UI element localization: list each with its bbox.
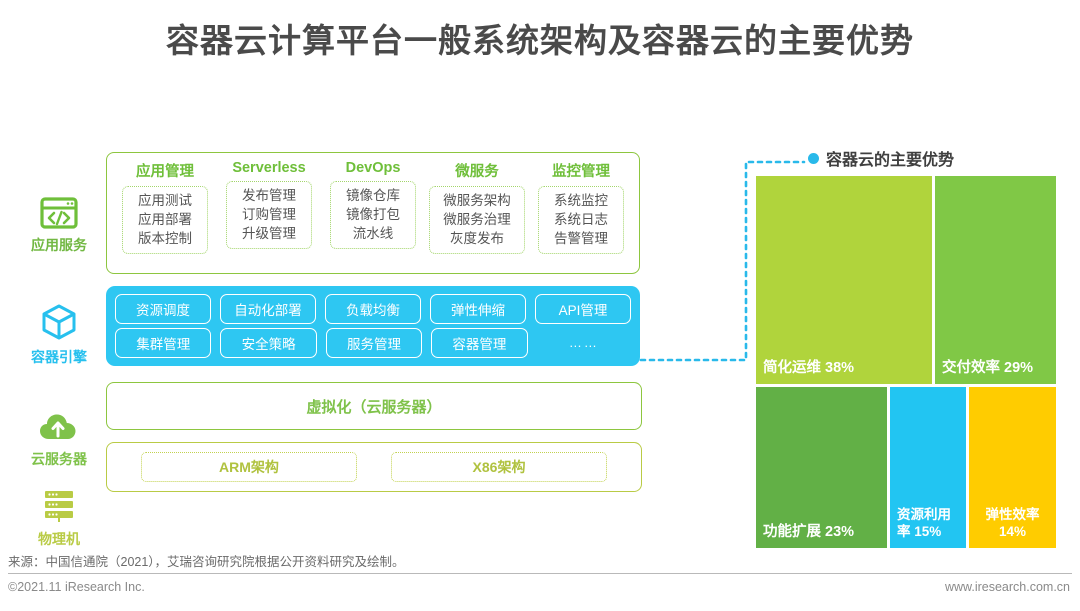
treemap-chart: 简化运维 38% 交付效率 29% 功能扩展 23% 资源利用率 15% 弹性效… [756, 176, 1056, 548]
architecture-diagram: 应用服务 容器引擎 云服务器 [0, 138, 760, 548]
code-window-icon [39, 186, 79, 230]
list-item: 发布管理 [242, 188, 296, 203]
advantages-panel: 容器云的主要优势 简化运维 38% 交付效率 29% 功能扩展 23% 资源利用… [756, 146, 1056, 548]
bullet-dot-icon [808, 152, 819, 164]
list-item: 系统日志 [554, 211, 608, 227]
layer-rail-app-service: 应用服务 [18, 186, 100, 255]
layer-physical-panel: ARM架构 X86架构 [106, 442, 642, 492]
layer-container-engine-panel: 资源调度 自动化部署 负载均衡 弹性伸缩 API管理 集群管理 安全策略 服务管… [106, 286, 640, 366]
capability-chip[interactable]: 集群管理 [115, 328, 212, 358]
capability-chip[interactable]: 弹性伸缩 [430, 294, 526, 324]
treemap-cell-label: 资源利用率 15% [897, 507, 951, 540]
capability-chip[interactable]: 安全策略 [220, 328, 317, 358]
source-note: 来源：中国信通院（2021），艾瑞咨询研究院根据公开资料研究及绘制。 [8, 555, 405, 569]
treemap-row-top: 简化运维 38% 交付效率 29% [756, 176, 1056, 384]
column-items: 系统监控 系统日志 告警管理 [538, 186, 624, 255]
layer-rail-cloud-server: 云服务器 [18, 400, 100, 469]
column-header: 微服务 [455, 164, 499, 180]
capability-chip[interactable]: 容器管理 [431, 328, 528, 358]
sidebar-item-label: 物理机 [38, 531, 80, 547]
capability-chip[interactable]: 自动化部署 [220, 294, 316, 324]
app-service-column: 应用管理 应用测试 应用部署 版本控制 [113, 153, 217, 273]
list-item: 升级管理 [242, 225, 296, 241]
list-item: 灰度发布 [450, 230, 504, 246]
page-header: 容器云计算平台一般系统架构及容器云的主要优势 [0, 0, 1080, 76]
list-item: 微服务治理 [443, 211, 511, 227]
container-engine-row-1: 资源调度 自动化部署 负载均衡 弹性伸缩 API管理 [115, 294, 631, 324]
cloud-upload-icon [38, 400, 80, 444]
column-items: 应用测试 应用部署 版本控制 [122, 186, 208, 255]
list-item: 镜像仓库 [346, 188, 400, 203]
list-item: 应用测试 [138, 193, 192, 208]
copyright-text: ©2021.11 iResearch Inc. [8, 580, 145, 594]
layer-rail-physical: 物理机 [18, 480, 100, 549]
layer-app-service-panel: 应用管理 应用测试 应用部署 版本控制 Serverless 发布管理 订购管理… [106, 152, 640, 274]
treemap-cell[interactable]: 简化运维 38% [756, 176, 932, 384]
sidebar-item-label: 应用服务 [31, 237, 87, 253]
column-items: 镜像仓库 镜像打包 流水线 [330, 181, 416, 250]
website-link[interactable]: www.iresearch.com.cn [944, 580, 1070, 594]
chart-title: 容器云的主要优势 [826, 152, 955, 169]
footer-divider [8, 573, 1072, 574]
container-engine-row-2: 集群管理 安全策略 服务管理 容器管理 …… [115, 328, 631, 358]
treemap-cell-label: 简化运维 38% [763, 359, 855, 376]
column-header: 监控管理 [552, 164, 610, 180]
list-item: 订购管理 [242, 206, 296, 222]
layer-cloud-server-panel: 虚拟化（云服务器） [106, 382, 642, 430]
treemap-cell-label: 弹性效率 14% [985, 507, 1040, 540]
list-item: 镜像打包 [346, 206, 400, 222]
column-items: 微服务架构 微服务治理 灰度发布 [429, 186, 525, 255]
treemap-cell[interactable]: 功能扩展 23% [756, 387, 887, 548]
cube-icon [39, 298, 79, 342]
capability-chip[interactable]: 服务管理 [325, 328, 423, 358]
layer-rail-container-engine: 容器引擎 [18, 298, 100, 367]
treemap-cell[interactable]: 弹性效率 14% [969, 387, 1056, 548]
list-item: 告警管理 [554, 230, 608, 246]
app-service-column: Serverless 发布管理 订购管理 升级管理 [217, 153, 321, 273]
treemap-row-bottom: 功能扩展 23% 资源利用率 15% 弹性效率 14% [756, 387, 1056, 548]
cloud-server-label: 虚拟化（云服务器） [306, 398, 442, 416]
column-items: 发布管理 订购管理 升级管理 [226, 181, 312, 250]
sidebar-item-label: 容器引擎 [31, 349, 87, 365]
capability-chip[interactable]: API管理 [535, 294, 631, 324]
page-title: 容器云计算平台一般系统架构及容器云的主要优势 [166, 22, 914, 59]
arch-box-arm: ARM架构 [141, 452, 357, 482]
app-service-column: 监控管理 系统监控 系统日志 告警管理 [529, 153, 633, 273]
capability-chip[interactable]: 负载均衡 [325, 294, 421, 324]
treemap-cell[interactable]: 交付效率 29% [935, 176, 1056, 384]
panel-header: 容器云的主要优势 [808, 146, 954, 170]
treemap-cell-label: 功能扩展 23% [763, 523, 855, 540]
server-rack-icon [39, 480, 79, 524]
column-header: 应用管理 [136, 164, 194, 180]
list-item: 流水线 [352, 225, 394, 241]
app-service-column: DevOps 镜像仓库 镜像打包 流水线 [321, 153, 425, 273]
sidebar-item-label: 云服务器 [31, 451, 87, 467]
column-header: Serverless [232, 160, 306, 176]
list-item: 微服务架构 [443, 193, 511, 208]
capability-chip-ellipsis: …… [568, 334, 599, 350]
arch-box-x86: X86架构 [391, 452, 607, 482]
app-service-column: 微服务 微服务架构 微服务治理 灰度发布 [425, 153, 529, 273]
capability-chip[interactable]: 资源调度 [115, 294, 211, 324]
list-item: 系统监控 [554, 193, 608, 208]
treemap-cell-label: 交付效率 29% [942, 359, 1034, 376]
treemap-cell[interactable]: 资源利用率 15% [890, 387, 966, 548]
column-header: DevOps [345, 160, 401, 176]
list-item: 版本控制 [138, 230, 192, 246]
list-item: 应用部署 [138, 211, 192, 227]
